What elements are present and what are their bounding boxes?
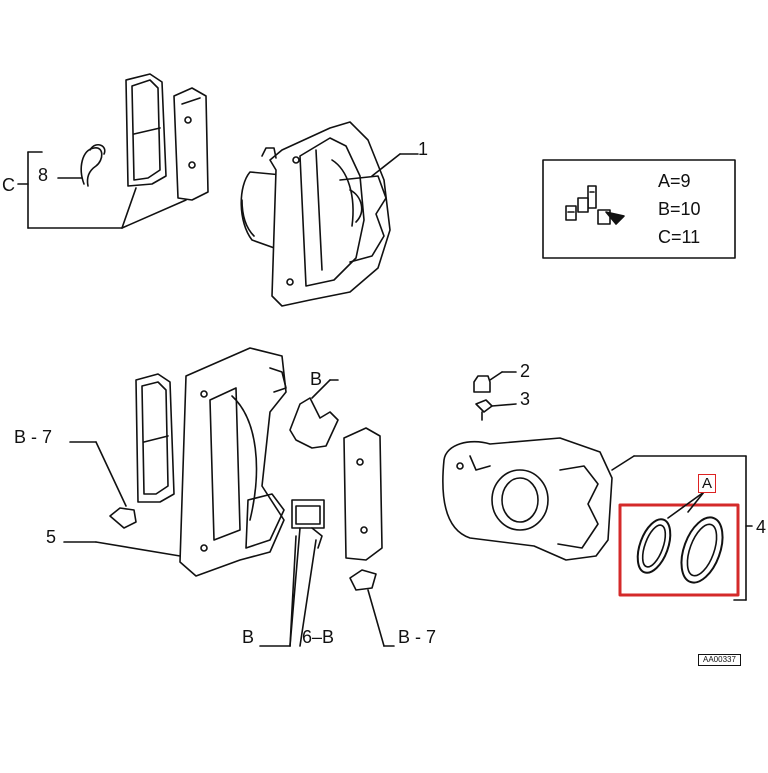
label-a-box: A — [698, 474, 717, 493]
bracket-c — [17, 151, 187, 229]
bleeder-screw-3 — [475, 399, 517, 421]
wear-sensor-6b — [259, 499, 325, 647]
brake-pad-right — [343, 427, 395, 647]
label-b-bottom: B — [242, 627, 255, 647]
label-b7-left: B - 7 — [14, 427, 53, 447]
label-b7-right: B - 7 — [398, 627, 437, 647]
label-5: 5 — [46, 527, 57, 547]
label-6-b: 6–B — [302, 627, 335, 647]
legend-row-a: A=9 — [658, 171, 691, 191]
legend-row-c: C=11 — [658, 227, 701, 247]
label-3: 3 — [520, 389, 531, 409]
seal-kit-a — [618, 491, 740, 597]
label-2: 2 — [520, 361, 531, 381]
brake-pad-left — [69, 373, 175, 529]
legend-row-b: B=10 — [658, 199, 701, 219]
spring-clip-b — [289, 379, 339, 449]
retaining-clip-8 — [57, 143, 106, 187]
legend-box — [542, 159, 736, 259]
label-1: 1 — [418, 139, 429, 159]
label-8: 8 — [38, 165, 49, 185]
label-c-top: C — [2, 175, 15, 195]
reference-code: AA00337 — [698, 654, 741, 666]
caliper-body-4 — [442, 437, 753, 601]
bleeder-cap-2 — [473, 371, 517, 393]
top-brake-pads — [125, 73, 209, 201]
caliper-assembly-1 — [240, 121, 419, 307]
label-4: 4 — [756, 517, 767, 537]
caliper-bracket-5 — [63, 347, 287, 577]
label-b-spring: B — [310, 369, 323, 389]
